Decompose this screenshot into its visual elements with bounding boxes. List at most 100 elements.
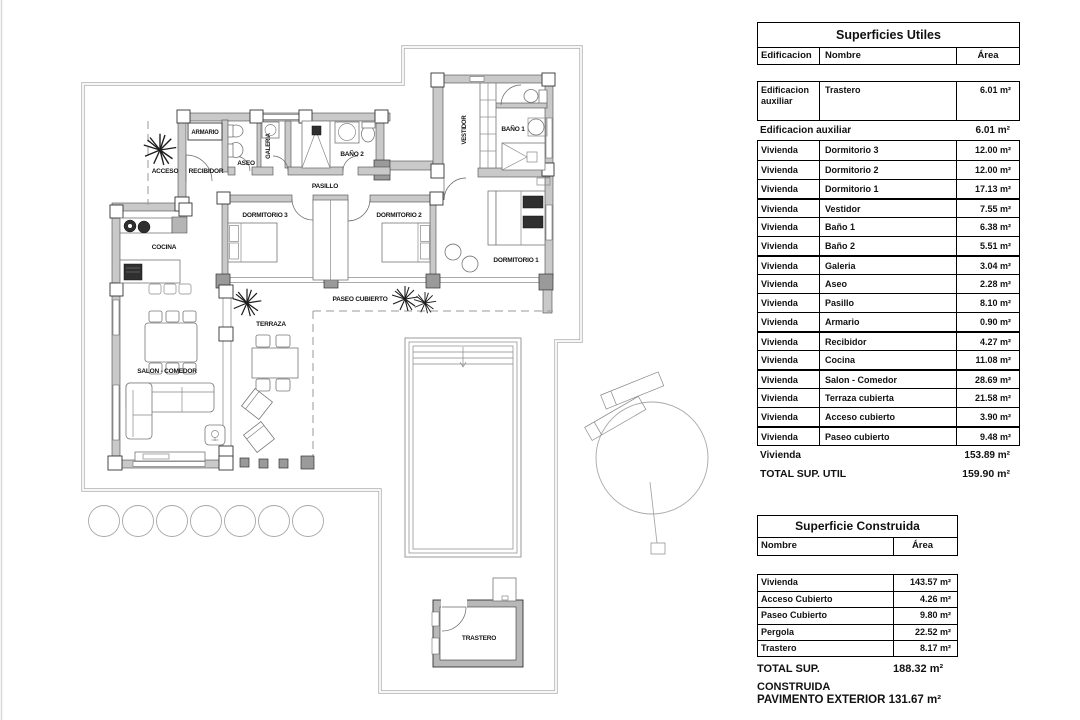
col-header-area: Área [956, 48, 1019, 64]
table-cell: Trastero [761, 642, 797, 653]
aux-box: Edificacion auxiliar Trastero 6.01 m² [757, 81, 1020, 121]
pergola-outline [147, 121, 553, 470]
table-cell: 7.55 m² [956, 200, 1019, 217]
room-label-dormitorio-1: DORMITORIO 1 [493, 257, 539, 264]
table-cell: Vivienda [761, 375, 798, 385]
table-cell: 0.90 m² [956, 313, 1019, 331]
table-cell: Vivienda [761, 165, 798, 175]
table-cell: Paseo Cubierto [761, 610, 828, 621]
total-util-label: TOTAL SUP. UTIL [760, 468, 847, 480]
table-cell: Pasillo [819, 294, 956, 312]
trastero-building [431, 577, 524, 668]
table-cell: 21.58 m² [956, 389, 1019, 407]
armario-closet [187, 122, 223, 141]
big-tree [595, 401, 709, 555]
table-cell: Vivienda [761, 261, 798, 271]
vivienda-subtotal-row: Vivienda 153.89 m² [757, 446, 1020, 465]
table-cell: 11.08 m² [956, 351, 1019, 369]
construida-title: Superficie Construida [758, 516, 957, 538]
room-label-ba-o-1: BAÑO 1 [501, 124, 525, 133]
aux-subtotal-value: 6.01 m² [975, 125, 1010, 136]
table-cell: 4.27 m² [956, 333, 1019, 350]
table-cell: 9.48 m² [956, 428, 1019, 445]
construida-header-box: Superficie Construida Nombre Área [757, 515, 958, 556]
superficies-utiles-header-box: Superficies Utiles Edificacion Nombre Ár… [757, 22, 1020, 65]
aux-subtotal-row: Edificacion auxiliar 6.01 m² [757, 121, 1020, 140]
table-cell: Galeria [819, 257, 956, 274]
room-label-pasillo: PASILLO [312, 183, 338, 190]
table-cell: Pergola [761, 626, 795, 637]
table-cell: Vivienda [761, 337, 798, 347]
table-cell: Vivienda [761, 145, 798, 155]
col-header-nombre: Nombre [761, 540, 797, 551]
table-cell: Acceso cubierto [819, 408, 956, 426]
total-construida-value: 188.32 m² [893, 662, 944, 675]
room-label-vestidor: VESTIDOR [462, 115, 468, 145]
room-label-terraza: TERRAZA [256, 321, 286, 328]
plot-boundary [81, 45, 583, 694]
table-cell: 3.04 m² [956, 257, 1019, 274]
table-cell: Terraza cubierta [819, 389, 956, 407]
table-cell: 5.51 m² [956, 237, 1019, 255]
table-cell: Recibidor [819, 333, 956, 350]
table-cell: Salon - Comedor [819, 371, 956, 388]
table-cell: 17.13 m² [956, 180, 1019, 198]
table-cell: Vivienda [761, 317, 798, 327]
table-cell: 12.00 m² [956, 161, 1019, 179]
table-cell: Acceso Cubierto [761, 594, 833, 605]
room-label-salon-comedor: SALON - COMEDOR [137, 368, 197, 375]
total-construida-label: TOTAL SUP. CONSTRUIDA [757, 662, 831, 693]
table-cell: Vestidor [819, 200, 956, 217]
room-label-galeria: GALERIA [266, 132, 272, 158]
superficies-utiles-title: Superficies Utiles [758, 23, 1019, 48]
table-cell: Dormitorio 1 [819, 180, 956, 198]
room-label-dormitorio-2: DORMITORIO 2 [376, 212, 422, 219]
room-label-acceso: ACCESO [152, 168, 179, 175]
col-header-nombre: Nombre [819, 48, 956, 64]
table-cell: Dormitorio 2 [819, 161, 956, 179]
table-cell: 22.52 m² [893, 624, 957, 640]
sun-loungers [584, 371, 665, 441]
table-cell: Vivienda [761, 241, 798, 251]
table-row: Edificacion auxiliar Trastero 6.01 m² [758, 82, 1019, 120]
superficie-construida-table: Superficie Construida Nombre Área Vivien… [757, 515, 958, 693]
table-cell: 4.26 m² [893, 592, 957, 608]
superficies-utiles-table: Superficies Utiles Edificacion Nombre Ár… [757, 22, 1020, 484]
table-cell: 9.80 m² [893, 608, 957, 624]
aux-edificacion: Edificacion auxiliar [761, 85, 810, 106]
pool [404, 337, 522, 558]
table-cell: Baño 2 [819, 237, 956, 255]
col-header-area: Área [893, 538, 957, 555]
table-cell: Baño 1 [819, 218, 956, 236]
terrace-furniture [240, 334, 299, 454]
total-util-row: TOTAL SUP. UTIL 159.90 m² [757, 465, 1020, 484]
construida-column-headers: Nombre Área [758, 538, 957, 555]
room-label-armario: ARMARIO [191, 130, 219, 136]
table-cell: Dormitorio 3 [819, 141, 956, 160]
pavimento-exterior-note: PAVIMENTO EXTERIOR 131.67 m² [757, 694, 942, 706]
room-label-paseo-cubierto: PASEO CUBIERTO [332, 296, 387, 303]
table-cell: Aseo [819, 275, 956, 293]
table-cell: Armario [819, 313, 956, 331]
table-cell: Vivienda [761, 393, 798, 403]
table-row-paseo-cubierto: Paseo Cubierto 9.80 m² [758, 607, 957, 624]
col-header-edificacion: Edificacion [761, 50, 812, 61]
table-cell: Cocina [819, 351, 956, 369]
house-walls [107, 72, 556, 471]
